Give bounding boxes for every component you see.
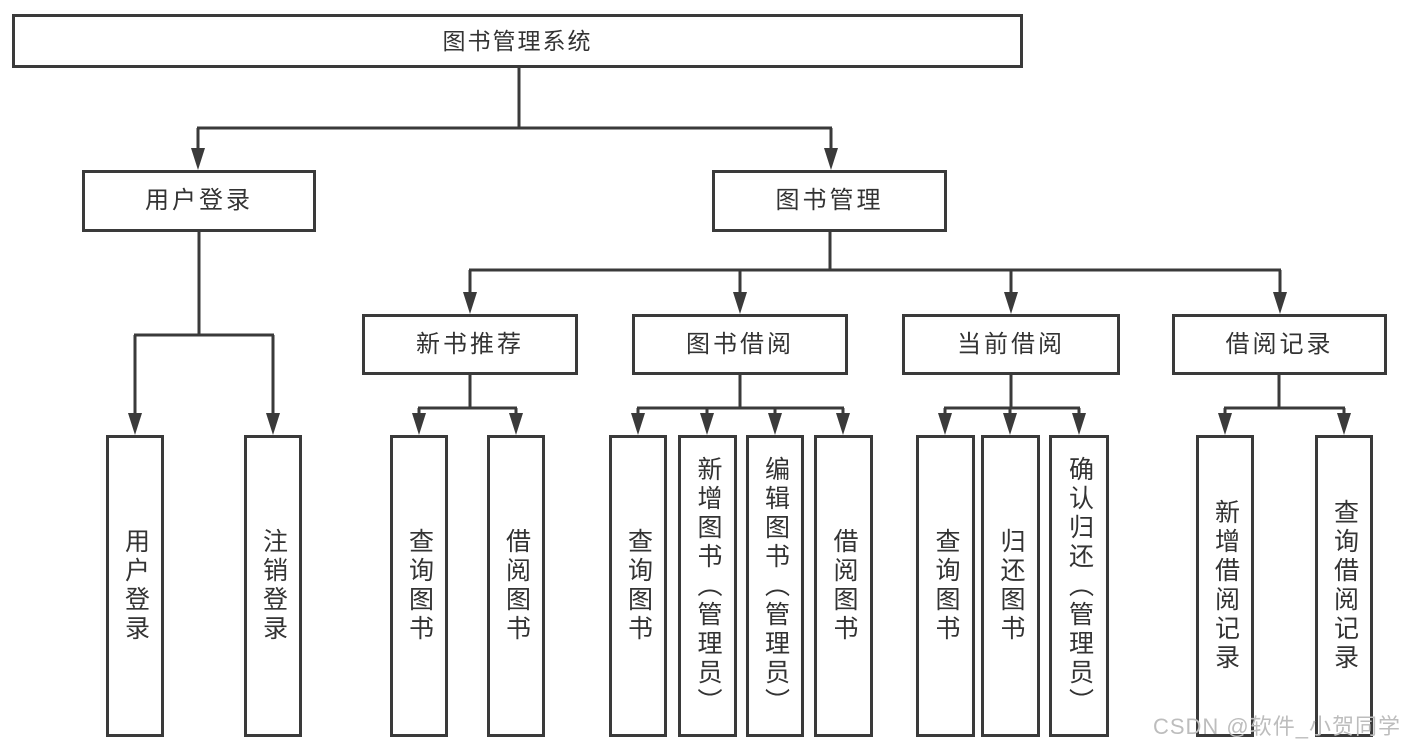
node-label: 图书管理系统 — [442, 27, 593, 54]
node-label: 新增借阅记录 — [1211, 499, 1240, 673]
node-label: 用户登录 — [121, 528, 150, 644]
node-label: 新书推荐 — [416, 330, 524, 358]
leaf-query-borrow-record: 查询借阅记录 — [1315, 435, 1373, 737]
node-label: 查询图书 — [624, 528, 653, 644]
node-user-login-branch: 用户登录 — [82, 170, 316, 232]
node-current-borrow: 当前借阅 — [902, 314, 1120, 375]
node-label: 归还图书 — [997, 528, 1025, 644]
node-label: 查询图书 — [405, 528, 434, 644]
leaf-borrow-books: 借阅图书 — [814, 435, 873, 737]
node-label: 查询图书 — [932, 528, 960, 644]
node-label: 图书管理 — [775, 187, 884, 214]
node-label: 借阅图书 — [830, 528, 858, 644]
node-label: 注销登录 — [259, 528, 288, 644]
leaf-query-books-recommend: 查询图书 — [390, 435, 448, 737]
node-label: 用户登录 — [145, 187, 253, 214]
node-label: 当前借阅 — [957, 330, 1065, 358]
node-label: 查询借阅记录 — [1330, 499, 1359, 673]
leaf-confirm-return-admin: 确认归还（管理员） — [1049, 435, 1109, 737]
node-label: 借阅记录 — [1225, 330, 1334, 358]
node-label: 新增图书（管理员） — [694, 455, 722, 717]
leaf-query-books-current: 查询图书 — [916, 435, 975, 737]
leaf-logout: 注销登录 — [244, 435, 302, 737]
node-label: 借阅图书 — [502, 528, 531, 644]
node-label: 图书借阅 — [686, 330, 794, 358]
node-new-book-recommend: 新书推荐 — [362, 314, 578, 375]
leaf-add-books-admin: 新增图书（管理员） — [678, 435, 737, 737]
node-book-borrow: 图书借阅 — [632, 314, 848, 375]
leaf-borrow-books-recommend: 借阅图书 — [487, 435, 545, 737]
leaf-add-borrow-record: 新增借阅记录 — [1196, 435, 1254, 737]
leaf-edit-books-admin: 编辑图书（管理员） — [746, 435, 804, 737]
leaf-query-books-borrow: 查询图书 — [609, 435, 667, 737]
leaf-user-login: 用户登录 — [106, 435, 164, 737]
node-label: 编辑图书（管理员） — [761, 455, 790, 717]
node-borrow-records: 借阅记录 — [1172, 314, 1387, 375]
leaf-return-books: 归还图书 — [981, 435, 1040, 737]
node-book-management-branch: 图书管理 — [712, 170, 947, 232]
csdn-watermark: CSDN @软件_小贺同学 — [1152, 714, 1401, 739]
node-label: 确认归还（管理员） — [1065, 455, 1094, 717]
node-root: 图书管理系统 — [12, 14, 1023, 68]
